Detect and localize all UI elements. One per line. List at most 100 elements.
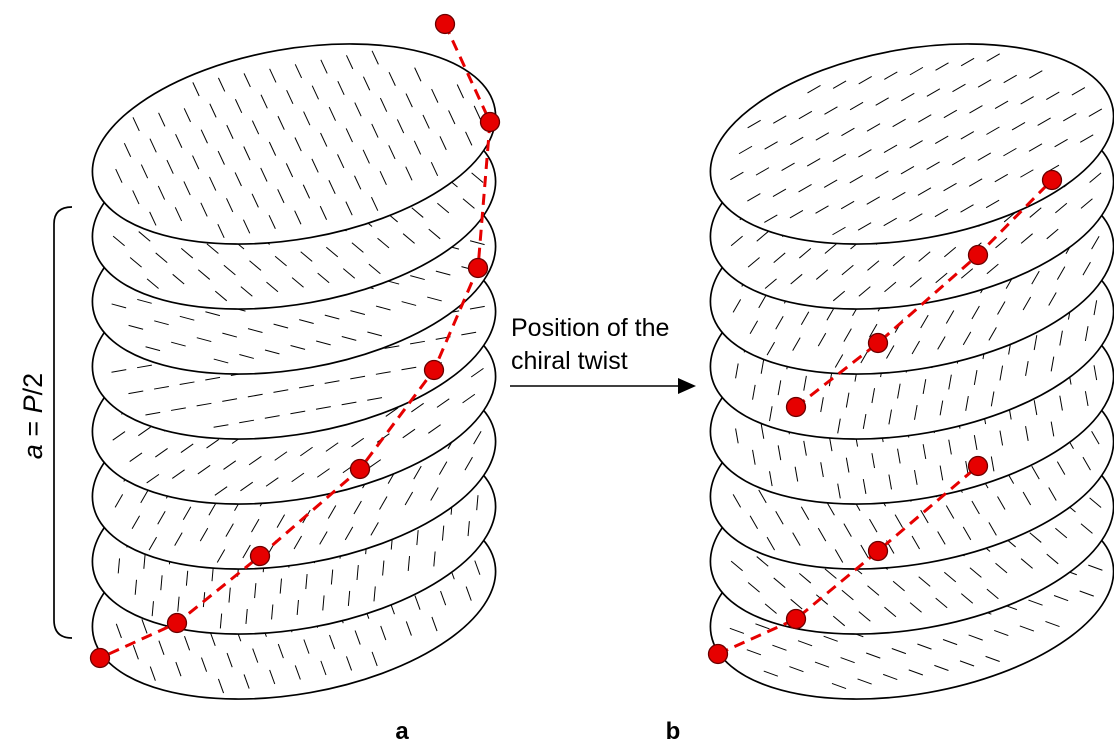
- director-mark: [213, 424, 229, 428]
- director-mark: [277, 115, 285, 130]
- director-mark: [790, 598, 803, 610]
- director-mark: [945, 505, 955, 519]
- director-mark: [431, 88, 439, 103]
- twist-marker: [785, 396, 807, 418]
- director-mark: [291, 277, 304, 288]
- director-mark: [155, 252, 168, 263]
- director-mark: [200, 129, 208, 144]
- director-mark: [988, 327, 997, 341]
- director-mark: [149, 666, 156, 681]
- director-mark: [732, 494, 742, 508]
- director-mark: [157, 511, 166, 525]
- director-mark: [249, 260, 262, 271]
- director-mark: [128, 390, 144, 395]
- director-mark: [174, 207, 183, 222]
- director-mark: [300, 446, 313, 457]
- director-mark: [157, 185, 166, 200]
- director-mark: [897, 383, 901, 399]
- director-mark: [217, 77, 226, 92]
- director-mark: [773, 577, 786, 588]
- director-mark: [909, 213, 923, 222]
- director-mark: [277, 189, 285, 204]
- director-mark: [174, 532, 183, 546]
- director-mark: [1031, 270, 1040, 285]
- director-mark: [943, 109, 958, 119]
- director-mark: [405, 166, 413, 181]
- director-mark: [206, 439, 220, 449]
- pitch-label: a = P/2: [18, 373, 48, 459]
- director-mark: [268, 214, 276, 229]
- director-mark: [439, 136, 447, 151]
- director-mark: [239, 354, 254, 359]
- director-mark: [240, 481, 254, 492]
- director-mark: [273, 323, 289, 329]
- director-mark: [274, 451, 288, 461]
- director-mark: [411, 402, 424, 413]
- director-mark: [934, 664, 949, 671]
- director-mark: [747, 582, 760, 593]
- director-mark: [404, 491, 414, 506]
- director-mark: [900, 166, 915, 175]
- director-mark: [814, 661, 830, 668]
- director-mark: [738, 145, 753, 155]
- twist-marker: [867, 332, 889, 354]
- director-mark: [773, 115, 787, 124]
- director-mark: [971, 305, 980, 320]
- director-mark: [1029, 207, 1042, 218]
- director-mark: [234, 99, 243, 114]
- director-mark: [407, 555, 411, 572]
- director-mark: [192, 155, 200, 170]
- director-mark: [219, 613, 223, 629]
- director-mark: [311, 85, 320, 100]
- twist-marker: [434, 13, 456, 35]
- director-mark: [1084, 391, 1089, 407]
- director-mark: [1022, 491, 1032, 506]
- director-mark: [892, 118, 906, 128]
- director-mark: [777, 380, 782, 396]
- director-mark: [327, 505, 337, 519]
- director-mark: [1080, 523, 1093, 534]
- director-mark: [448, 110, 456, 125]
- director-mark: [436, 398, 450, 408]
- twist-marker: [249, 545, 271, 567]
- director-mark: [209, 631, 216, 646]
- director-mark: [325, 246, 339, 258]
- panel-label-b: b: [666, 718, 681, 744]
- director-mark: [1055, 202, 1068, 214]
- twist-marker: [1041, 169, 1063, 191]
- director-mark: [985, 199, 1000, 209]
- director-mark: [320, 132, 328, 147]
- director-mark: [299, 319, 314, 324]
- director-mark: [747, 257, 760, 268]
- director-mark: [351, 437, 365, 448]
- director-mark: [354, 630, 361, 645]
- director-mark: [248, 455, 262, 466]
- director-mark: [197, 269, 211, 280]
- director-mark: [790, 273, 803, 285]
- director-mark: [160, 575, 163, 591]
- director-mark: [200, 202, 208, 217]
- director-mark: [345, 55, 354, 70]
- director-mark: [800, 506, 810, 520]
- director-mark: [1046, 553, 1059, 565]
- director-mark: [922, 444, 927, 460]
- director-mark: [943, 182, 957, 192]
- director-mark: [368, 263, 381, 275]
- twist-marker: [867, 540, 889, 562]
- director-mark: [988, 522, 997, 536]
- director-mark: [1091, 430, 1100, 445]
- director-mark: [115, 168, 123, 183]
- director-mark: [797, 640, 813, 647]
- director-mark: [884, 281, 897, 293]
- director-mark: [962, 331, 972, 346]
- director-mark: [465, 586, 472, 601]
- director-mark: [943, 571, 957, 583]
- director-mark: [474, 560, 481, 575]
- director-mark: [888, 474, 893, 490]
- director-mark: [274, 255, 287, 267]
- director-mark: [760, 423, 765, 439]
- director-mark: [413, 465, 422, 480]
- director-mark: [294, 210, 302, 225]
- director-mark: [824, 106, 838, 115]
